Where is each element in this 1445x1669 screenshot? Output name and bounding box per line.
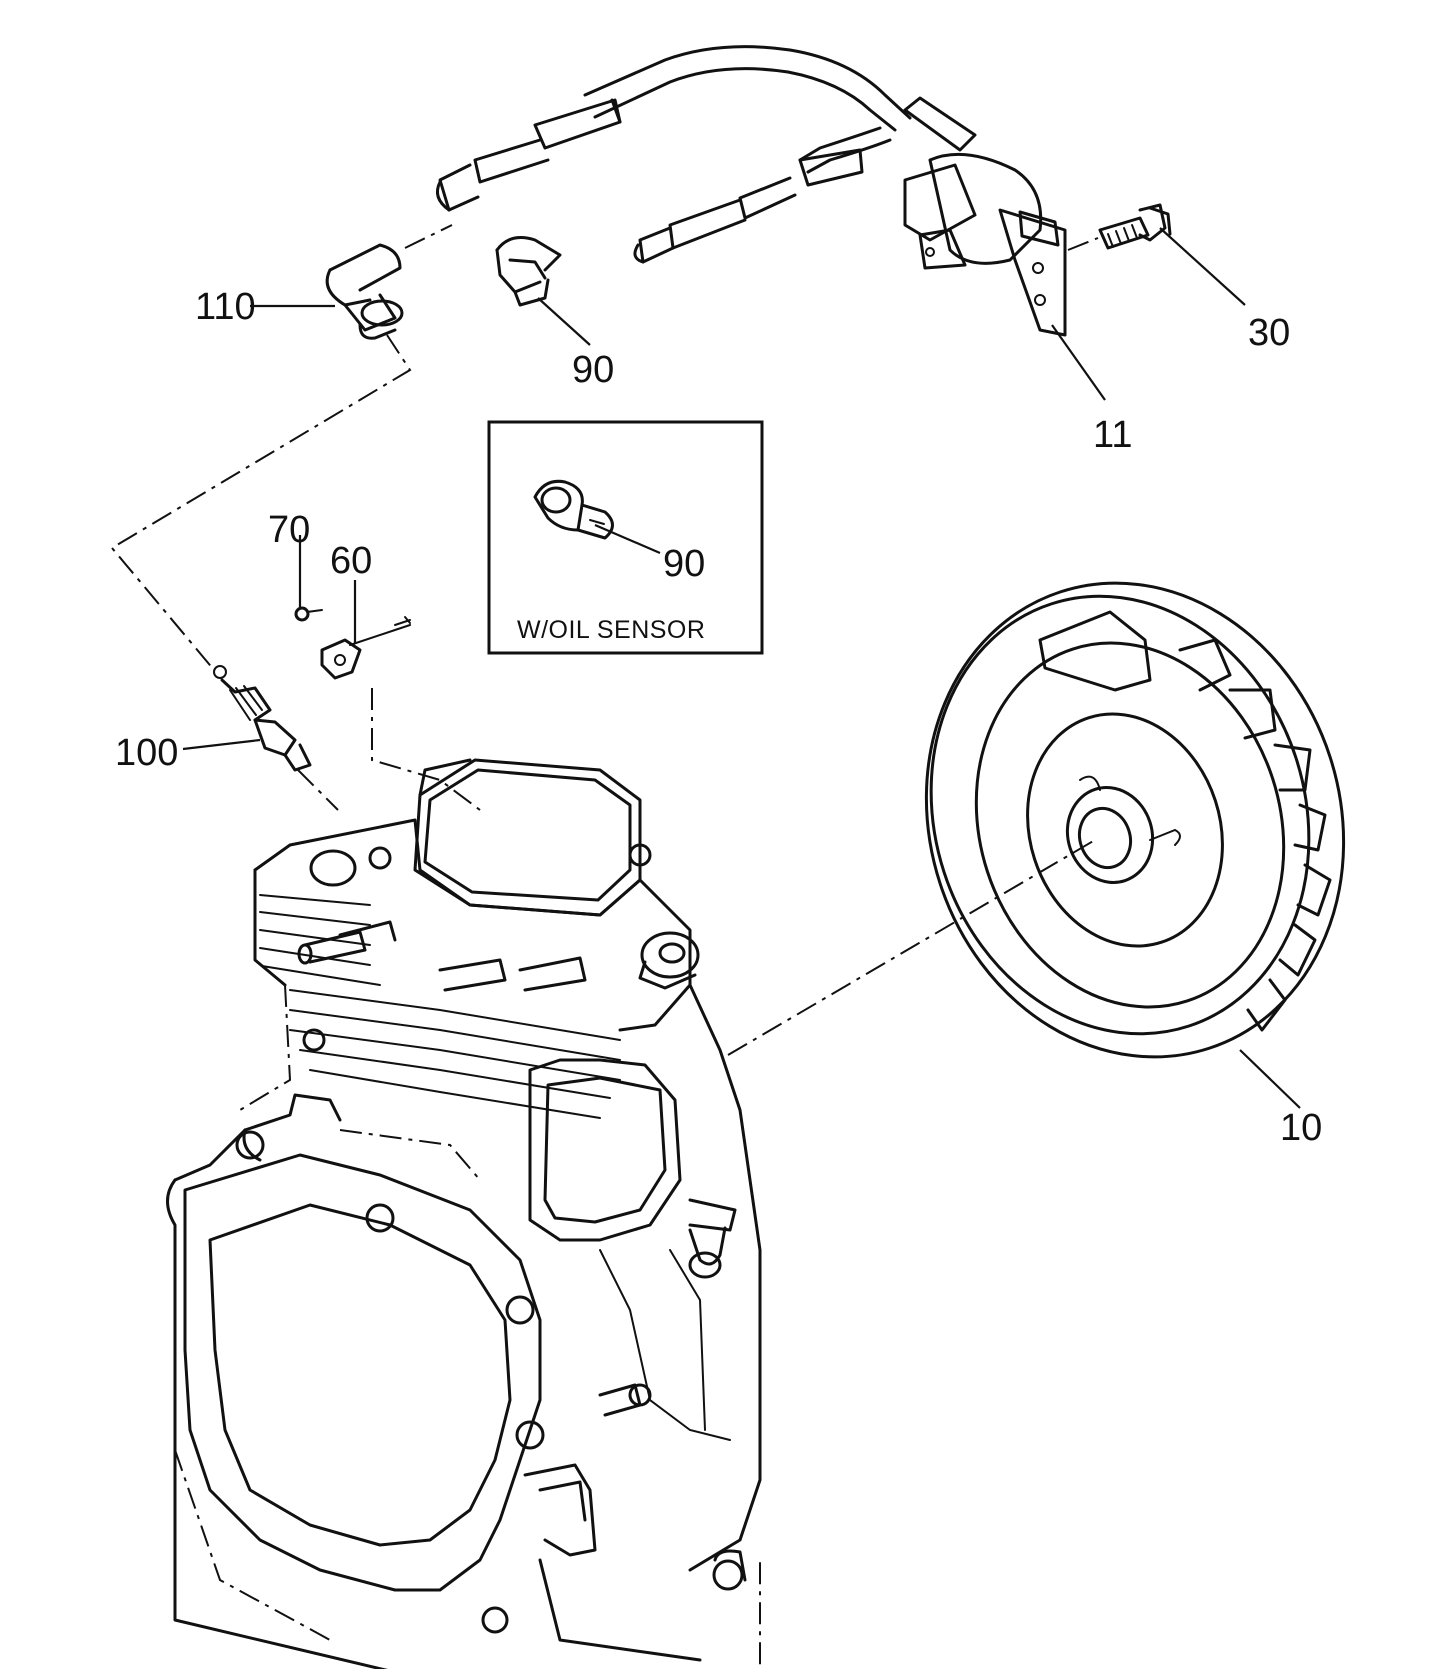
coil-wire [633,148,864,264]
engine-block [166,758,762,1669]
callout-70: 70 [268,509,310,551]
plug-cap [325,243,404,340]
callout-90-inset: 90 [663,543,705,585]
callout-100: 100 [115,732,178,774]
inset-label: W/OIL SENSOR [517,616,705,644]
callout-90-top: 90 [572,349,614,391]
callout-11: 11 [1093,414,1132,456]
assembly-lines [110,224,1099,1641]
callout-60: 60 [330,540,372,582]
leader-lines [182,227,1301,1109]
cable-clamp [495,236,562,307]
coil-bolt [1098,203,1172,250]
callout-30: 30 [1248,312,1290,354]
ignition-coil [798,96,1067,337]
callout-10: 10 [1280,1107,1322,1149]
spark-plug [213,665,312,772]
flywheel [924,581,1346,1059]
ignition-cable [436,45,912,212]
oil-sensor-parts [294,606,411,680]
callout-numbers: 110 90 30 11 70 60 90 100 10 W/OIL SENSO… [115,286,1322,1149]
callout-110: 110 [195,286,256,328]
inset-box [487,420,764,655]
